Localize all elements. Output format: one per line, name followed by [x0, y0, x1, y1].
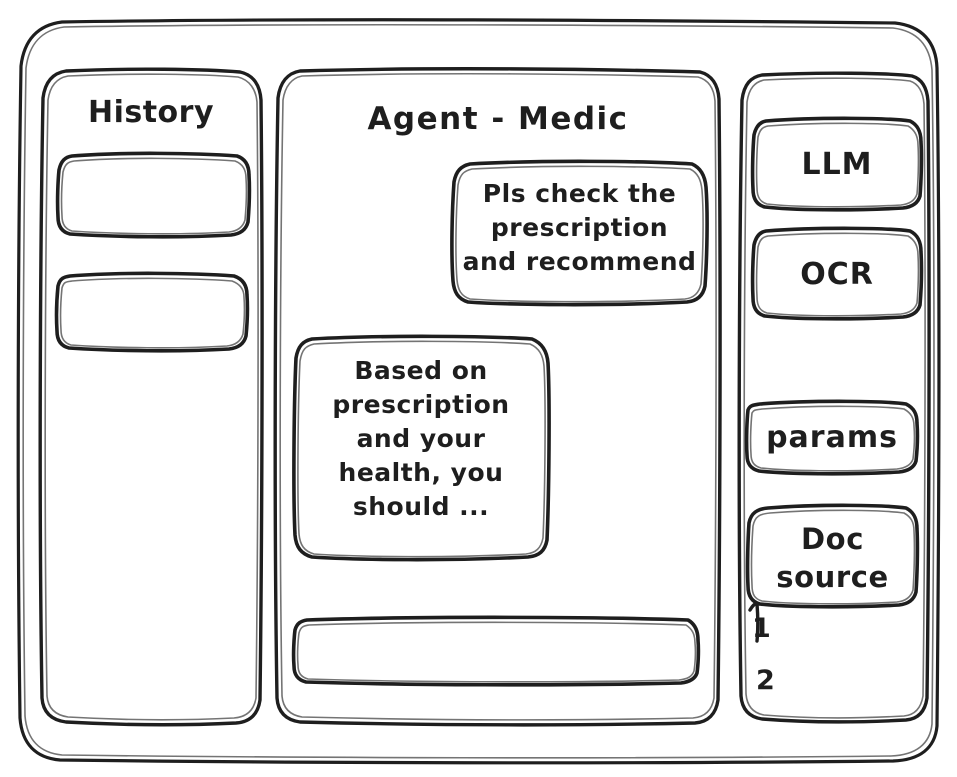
tools-panel-outline	[737, 71, 931, 724]
doc-source-item-2[interactable]: 2	[756, 665, 776, 696]
message-agent: Based on prescription and your health, y…	[294, 338, 548, 558]
composer-outline	[291, 615, 701, 687]
tool-card-ocr[interactable]: OCR	[752, 228, 922, 319]
history-item-0[interactable]	[58, 153, 250, 236]
main-panel-outline	[273, 67, 722, 727]
tool-card-llm-label: LLM	[801, 147, 873, 182]
params-card-label: params	[766, 420, 898, 455]
composer-input[interactable]	[293, 618, 699, 683]
tool-card-outline-1	[750, 226, 924, 321]
params-card[interactable]: params	[746, 401, 918, 475]
doc-source-item-1[interactable]: 1	[752, 613, 772, 644]
history-item-outline-1	[54, 271, 250, 353]
user-bubble-outline	[450, 159, 709, 307]
agent-bubble-outline	[292, 334, 551, 562]
message-agent-text: Based on prescription and your health, y…	[332, 356, 510, 521]
history-item-outline-0	[55, 151, 252, 239]
history-panel-outline	[38, 67, 264, 727]
doc-source-card-outline	[745, 503, 920, 609]
doc-source-card-label: Doc source	[776, 522, 889, 594]
tool-card-outline-0	[750, 116, 924, 212]
doc-source-tick-icon	[748, 601, 761, 643]
params-card-outline	[744, 399, 920, 476]
window-frame	[16, 18, 941, 765]
tool-card-ocr-label: OCR	[800, 257, 874, 292]
message-user-text: Pls check the prescription and recommend	[462, 179, 697, 276]
agent-title: Agent - Medic	[367, 101, 629, 137]
doc-source-card[interactable]: Doc source	[747, 505, 918, 607]
history-item-1[interactable]	[57, 273, 248, 350]
tool-card-llm[interactable]: LLM	[752, 118, 922, 210]
message-user: Pls check the prescription and recommend	[453, 163, 706, 303]
history-panel-title: History	[87, 95, 215, 130]
